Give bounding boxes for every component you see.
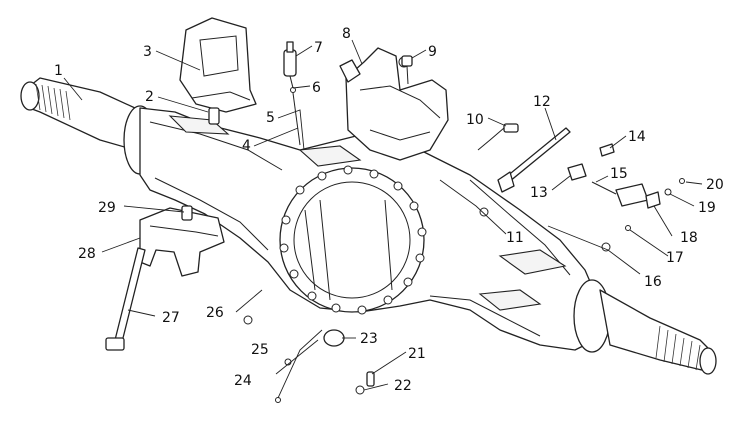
plug-11 [479, 207, 489, 217]
breather-7 [283, 41, 301, 146]
clip-14 [599, 143, 615, 157]
label-9: 9 [428, 44, 437, 60]
label-19: 19 [698, 200, 716, 216]
label-1: 1 [54, 63, 63, 79]
bracket-28 [139, 205, 225, 277]
sleeve-15-18 [591, 181, 661, 209]
label-20: 20 [706, 177, 724, 193]
label-29: 29 [98, 200, 116, 216]
label-2: 2 [145, 89, 154, 105]
flange-bolts [279, 165, 427, 315]
label-25: 25 [251, 342, 269, 358]
label-11: 11 [506, 230, 524, 246]
leader-lines [63, 39, 703, 399]
washers-16-17-19-20 [601, 178, 685, 252]
fitting-2 [208, 107, 220, 125]
label-18: 18 [680, 230, 698, 246]
label-6: 6 [312, 80, 321, 96]
left-axle-shaft [20, 77, 157, 175]
bracket-3 [179, 17, 257, 113]
label-27: 27 [162, 310, 180, 326]
label-28: 28 [78, 246, 96, 262]
label-15: 15 [610, 166, 628, 182]
label-10: 10 [466, 112, 484, 128]
right-axle-shaft [573, 279, 717, 375]
label-8: 8 [342, 26, 351, 42]
label-12: 12 [533, 94, 551, 110]
differential-flange [279, 165, 427, 315]
label-4: 4 [242, 138, 251, 154]
label-7: 7 [314, 40, 323, 56]
label-16: 16 [644, 274, 662, 290]
drain-plugs [243, 315, 375, 403]
label-22: 22 [394, 378, 412, 394]
callout-labels: 1 2 3 4 5 6 7 8 9 10 11 12 13 14 15 16 1… [54, 26, 724, 394]
label-21: 21 [408, 346, 426, 362]
label-26: 26 [206, 305, 224, 321]
sensor-10 [477, 123, 519, 151]
label-17: 17 [666, 250, 684, 266]
label-3: 3 [143, 44, 152, 60]
label-24: 24 [234, 373, 252, 389]
clevis-13 [567, 163, 587, 181]
bolt-9 [401, 55, 413, 85]
label-13: 13 [530, 185, 548, 201]
label-23: 23 [360, 331, 378, 347]
pushrod-12 [497, 127, 571, 193]
label-5: 5 [266, 110, 275, 126]
bolt-27 [105, 247, 146, 351]
label-14: 14 [628, 129, 646, 145]
